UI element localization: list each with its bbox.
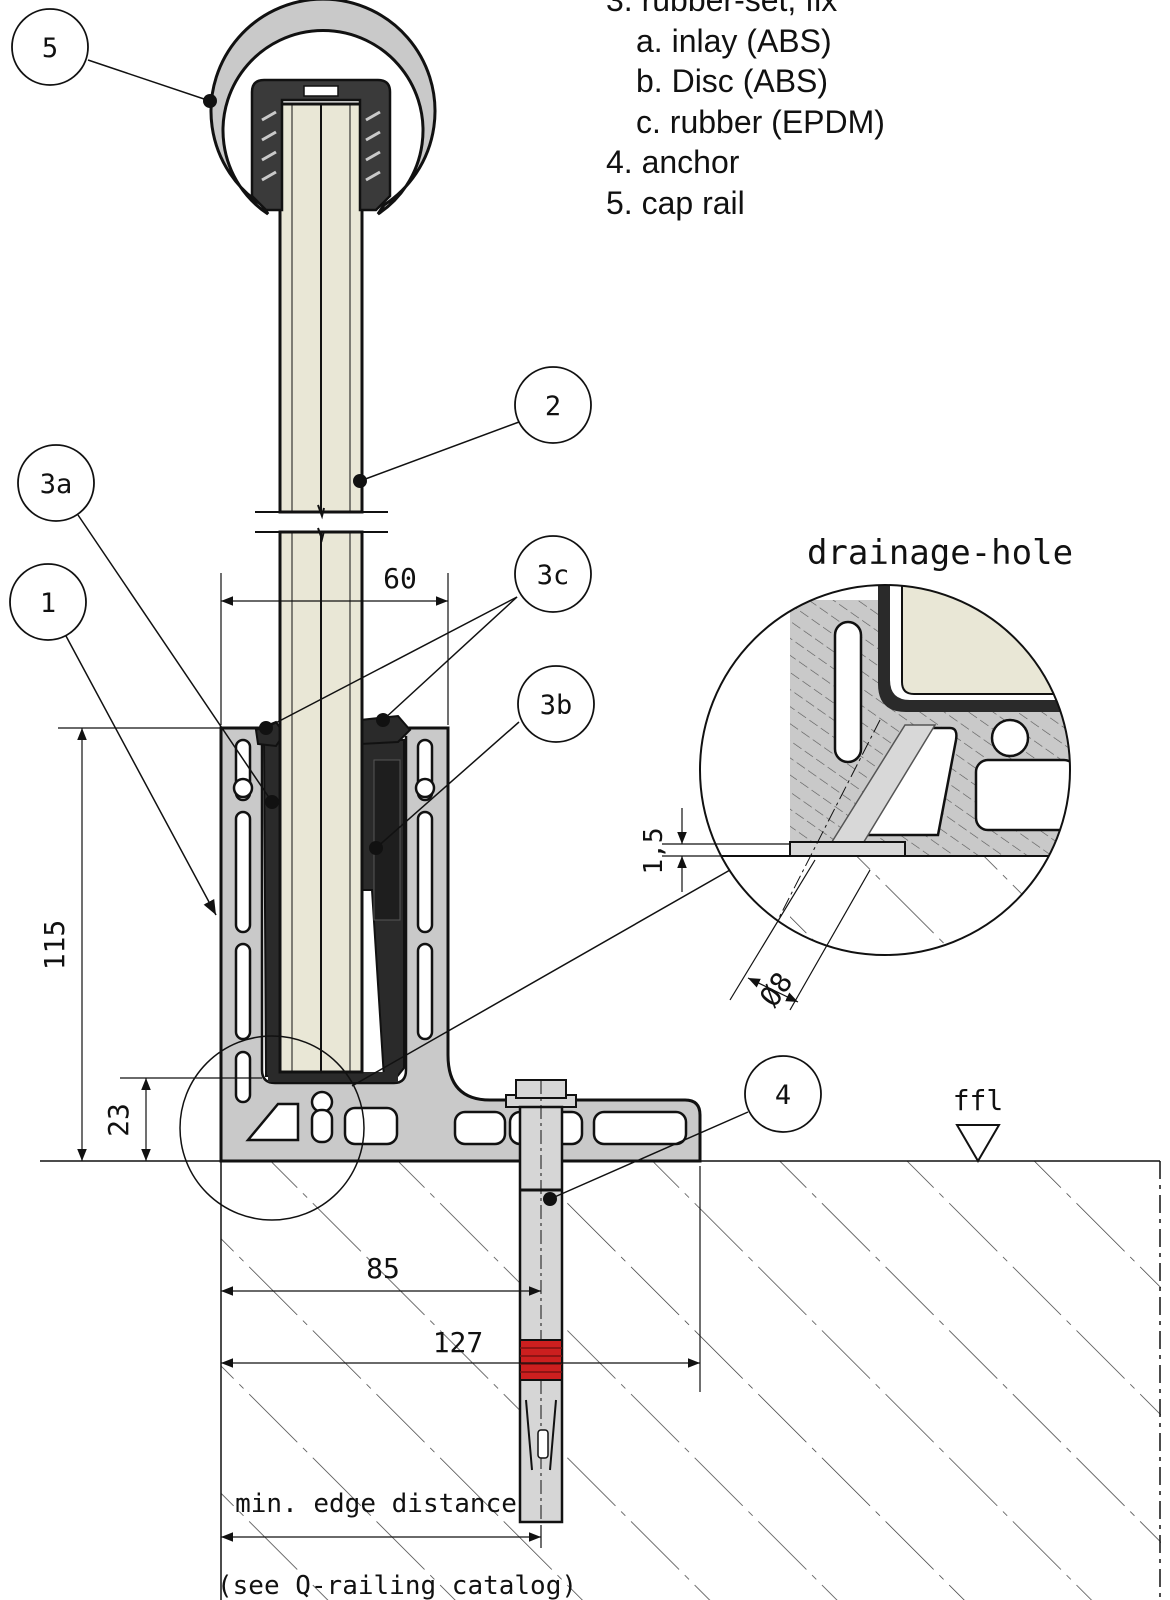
- balloon-3b: 3b: [369, 665, 595, 855]
- balloon-3a: 3a: [17, 444, 279, 809]
- edge-distance-line2: (see Q-railing catalog): [217, 1571, 577, 1600]
- concrete-floor: [40, 1160, 1161, 1600]
- legend-item-4: 4. anchor: [606, 144, 740, 180]
- dimension-85: 85: [221, 1252, 541, 1296]
- dim-23-text: 23: [102, 1103, 135, 1137]
- legend-item-3: 3. rubber-set, fix: [606, 0, 838, 18]
- balloon-5: 5: [11, 8, 217, 108]
- balloon-4: 4: [543, 1055, 822, 1206]
- legend-item-3c: c. rubber (EPDM): [636, 103, 885, 140]
- legend-item-3b: b. Disc (ABS): [636, 63, 829, 99]
- dimension-127: 127: [221, 1166, 701, 1392]
- dimension-60: 60: [220, 562, 449, 725]
- legend-item-5: 5. cap rail: [606, 184, 745, 221]
- drainage-detail: drainage-hole 1,5 Ø8: [179, 533, 1073, 1221]
- dimension-115: 115: [38, 727, 221, 1161]
- anchor-bolt: [505, 1079, 577, 1524]
- svg-text:3a: 3a: [40, 469, 73, 500]
- glass-panel: [255, 102, 388, 1074]
- balloon-2: 2: [353, 366, 592, 488]
- rubber-set: [254, 714, 412, 1082]
- dim-115-text: 115: [38, 920, 71, 971]
- detail-title: drainage-hole: [807, 533, 1073, 573]
- dim-85-text: 85: [366, 1252, 400, 1285]
- parts-legend: 3. rubber-set, fix a. inlay (ABS) b. Dis…: [606, 0, 885, 223]
- dim-60-text: 60: [383, 562, 417, 595]
- edge-distance-line1: min. edge distance: [235, 1489, 517, 1519]
- dimension-23: 23: [102, 1077, 262, 1161]
- svg-text:3c: 3c: [537, 560, 570, 591]
- cap-rail: [209, 0, 437, 216]
- svg-text:5: 5: [42, 33, 58, 64]
- dimension-edge-distance: min. edge distance (see Q-railing catalo…: [217, 1489, 577, 1600]
- dim-127-text: 127: [433, 1326, 484, 1359]
- svg-text:1: 1: [40, 588, 56, 619]
- ffl-marker: ffl: [953, 1084, 1004, 1163]
- balloon-3c: 3c: [259, 535, 592, 735]
- balloon-1: 1: [9, 563, 217, 916]
- svg-text:2: 2: [545, 391, 561, 422]
- svg-text:4: 4: [775, 1080, 791, 1111]
- svg-text:3b: 3b: [540, 690, 573, 721]
- legend-item-3a: a. inlay (ABS): [636, 22, 832, 59]
- dim-drain-gap: 1,5: [639, 828, 669, 875]
- ffl-label: ffl: [953, 1084, 1004, 1117]
